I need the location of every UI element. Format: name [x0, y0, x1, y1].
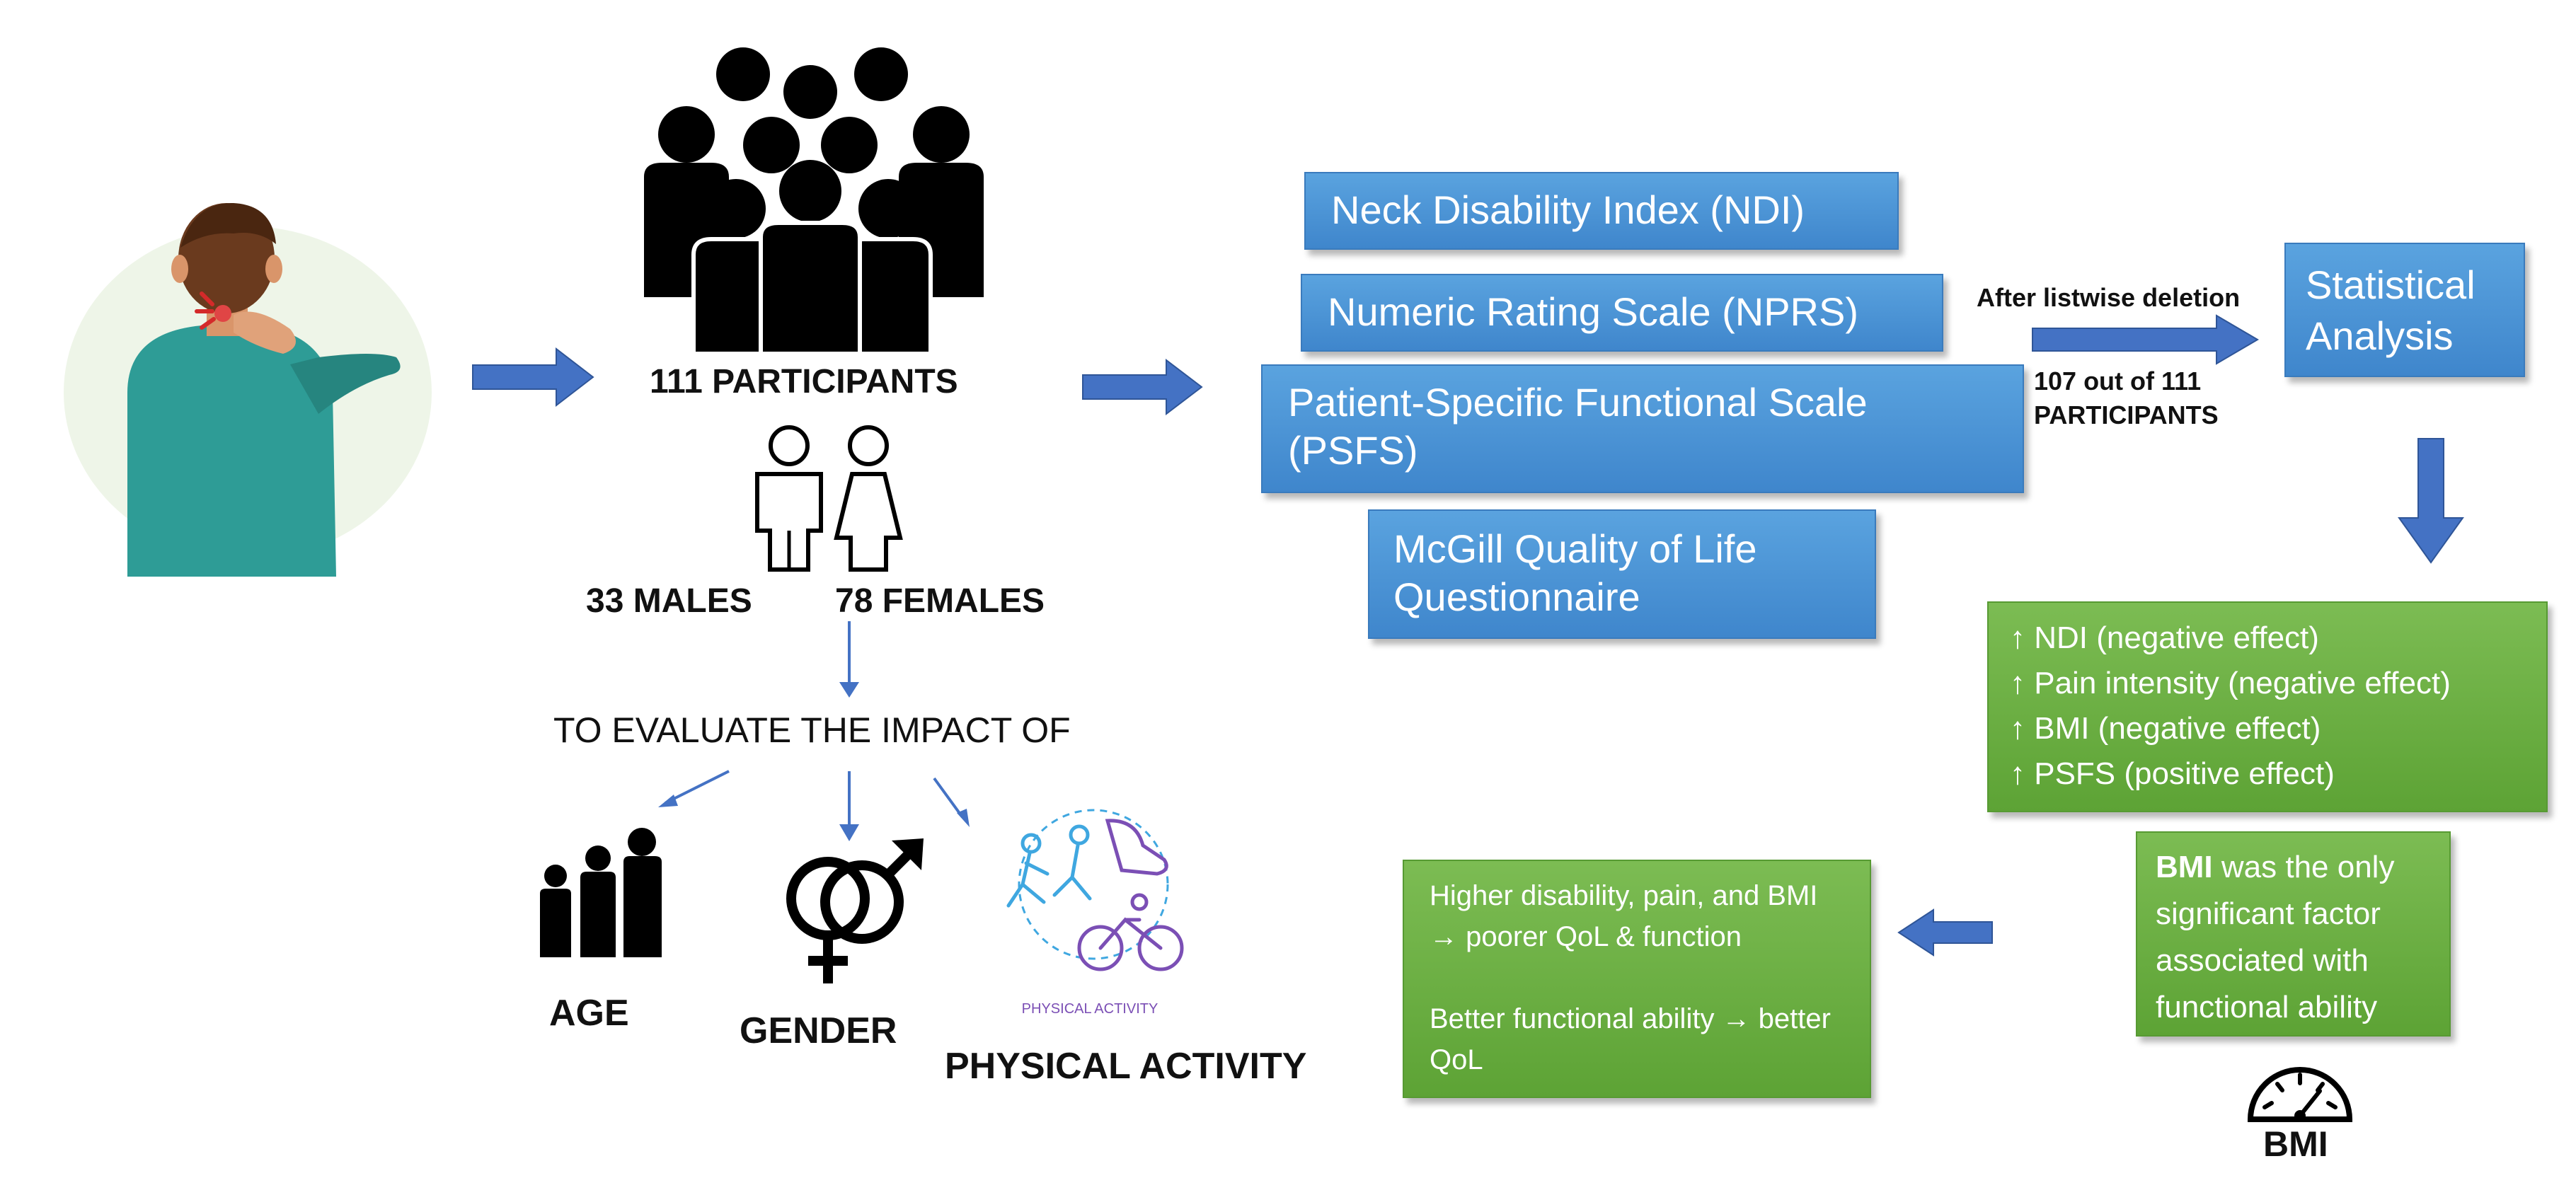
gender-label: GENDER — [740, 1010, 897, 1051]
conclusion-box: Higher disability, pain, and BMI → poore… — [1403, 860, 1871, 1098]
listwise-deletion-label: After listwise deletion — [1977, 283, 2241, 312]
measure-box-ndi: Neck Disability Index (NDI) — [1304, 172, 1899, 250]
age-icon — [540, 828, 662, 957]
arrows-to-factors — [658, 770, 970, 841]
neck-pain-person-illustration — [64, 202, 432, 577]
statistical-analysis-label: Statistical Analysis — [2306, 262, 2476, 358]
measure-box-nprs: Numeric Rating Scale (NPRS) — [1301, 274, 1943, 352]
physical-activity-icon: PHYSICAL ACTIVITY — [1006, 809, 1184, 1017]
statistical-analysis-box: Statistical Analysis — [2284, 243, 2525, 377]
male-icon — [755, 425, 823, 572]
females-label: 78 FEMALES — [835, 582, 1045, 620]
age-label: AGE — [549, 993, 629, 1034]
effect-bmi: ↑ BMI (negative effect) — [2010, 711, 2321, 746]
measure-nprs-label: Numeric Rating Scale (NPRS) — [1328, 289, 1858, 334]
males-label: 33 MALES — [586, 582, 752, 620]
arrow-to-measures — [1082, 358, 1203, 416]
arrow-to-results — [2398, 438, 2464, 564]
effect-pain: ↑ Pain intensity (negative effect) — [2010, 666, 2451, 700]
remaining-participants-line1: 107 out of 111 — [2034, 366, 2202, 396]
bmi-finding-text: was the only significant factor associat… — [2156, 850, 2395, 1024]
conclusion-functional-ability: Better functional ability → better QoL — [1430, 1003, 1831, 1075]
measure-psfs-label: Patient-Specific Functional Scale (PSFS) — [1288, 380, 1868, 473]
measure-box-psfs: Patient-Specific Functional Scale (PSFS) — [1261, 364, 2024, 493]
effect-psfs: ↑ PSFS (positive effect) — [2010, 756, 2335, 791]
arrow-to-participants — [472, 347, 594, 408]
measure-box-mcgill: McGill Quality of Life Questionnaire — [1368, 509, 1876, 639]
bmi-finding-box: BMI was the only significant factor asso… — [2136, 831, 2451, 1037]
measure-ndi-label: Neck Disability Index (NDI) — [1331, 187, 1805, 232]
bmi-icon-label: BMI — [2263, 1124, 2328, 1164]
physical-activity-label: PHYSICAL ACTIVITY — [945, 1046, 1307, 1087]
arrow-to-analysis — [2032, 314, 2259, 365]
crowd-icon — [644, 47, 984, 356]
measure-mcgill-label: McGill Quality of Life Questionnaire — [1393, 526, 1757, 619]
arrow-to-conclusion — [1897, 908, 1993, 957]
arrow-down-to-evaluate — [839, 621, 859, 698]
bmi-gauge-icon — [2247, 1067, 2353, 1122]
physical-activity-icon-caption: PHYSICAL ACTIVITY — [1022, 1001, 1158, 1017]
effect-ndi: ↑ NDI (negative effect) — [2010, 620, 2319, 655]
female-icon — [834, 425, 903, 572]
bmi-keyword: BMI — [2156, 850, 2213, 884]
remaining-participants-line2: PARTICIPANTS — [2034, 400, 2219, 429]
effects-box: ↑ NDI (negative effect) ↑ Pain intensity… — [1987, 601, 2548, 812]
gender-icon — [786, 838, 924, 983]
conclusion-disability-pain-bmi: Higher disability, pain, and BMI → poore… — [1430, 880, 1818, 952]
participants-total-label: 111 PARTICIPANTS — [650, 363, 958, 400]
evaluate-heading: TO EVALUATE THE IMPACT OF — [553, 710, 1071, 750]
